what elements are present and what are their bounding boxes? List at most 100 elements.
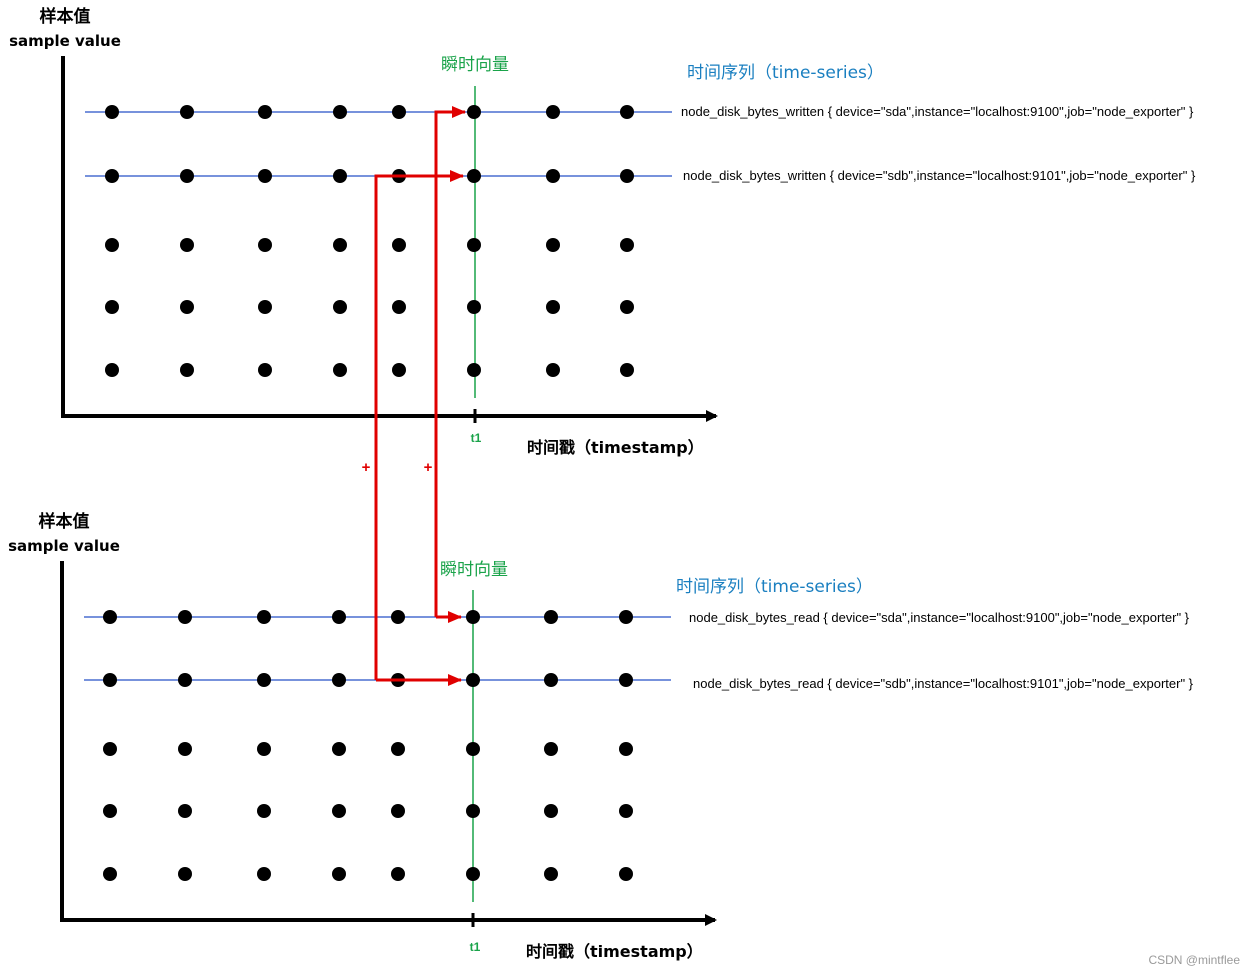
plus-operator: + [424,459,433,476]
sample-point [258,300,272,314]
sample-points [105,105,634,377]
sample-point [105,169,119,183]
sample-point [178,804,192,818]
sample-point [392,105,406,119]
instant-vector-label: 瞬时向量 [440,560,508,580]
instant-vector-label: 瞬时向量 [441,55,509,75]
sample-point [103,804,117,818]
sample-point [258,238,272,252]
addition-connectors: + + [362,106,466,686]
sample-points [103,610,633,881]
panel-top: 样本值 sample value 时间戳（timestamp） t1 瞬时向量 … [9,6,1196,457]
sample-point [544,742,558,756]
sdb-top-arrow [374,170,464,680]
sample-point [180,300,194,314]
sample-point [258,169,272,183]
t1-label: t1 [470,940,481,954]
sample-point [332,742,346,756]
sample-point [392,300,406,314]
sample-point [544,673,558,687]
sample-point [180,169,194,183]
sample-point [466,804,480,818]
time-series-label: 时间序列（time-series） [676,577,873,597]
x-axis-label: 时间戳（timestamp） [526,942,703,961]
sample-point [391,804,405,818]
sample-point [257,804,271,818]
sda-top-arrow [434,106,466,617]
sample-point [467,300,481,314]
sample-point [333,105,347,119]
sample-point [178,610,192,624]
y-axis-label-cn: 样本值 [40,6,91,27]
sample-point [103,610,117,624]
sample-point [546,169,560,183]
sample-point [178,867,192,881]
sample-point [619,673,633,687]
sample-point [391,610,405,624]
sample-point [332,673,346,687]
sample-point [391,742,405,756]
sample-point [544,610,558,624]
sample-point [105,105,119,119]
sample-point [619,867,633,881]
sample-point [180,238,194,252]
sample-point [467,238,481,252]
sample-point [103,867,117,881]
sample-point [257,673,271,687]
sample-point [619,742,633,756]
sample-point [466,673,480,687]
sample-point [467,105,481,119]
sample-point [105,300,119,314]
sample-point [620,169,634,183]
sample-point [619,804,633,818]
sample-point [544,804,558,818]
series-label: node_disk_bytes_written { device="sdb",i… [683,168,1196,183]
sample-point [467,363,481,377]
panel-bottom: 样本值 sample value 时间戳（timestamp） t1 瞬时向量 … [8,511,1194,961]
y-axis-label-en: sample value [9,32,121,50]
sample-point [333,169,347,183]
sample-point [180,105,194,119]
sample-point [466,610,480,624]
sample-point [105,238,119,252]
sample-point [257,610,271,624]
sample-point [544,867,558,881]
watermark: CSDN @mintflee [1148,953,1240,967]
y-axis-label-en: sample value [8,537,120,555]
sample-point [257,742,271,756]
sample-point [620,363,634,377]
time-series-label: 时间序列（time-series） [687,63,884,83]
sample-point [105,363,119,377]
t1-label: t1 [471,431,482,445]
sample-point [178,673,192,687]
sample-point [546,238,560,252]
sample-point [546,300,560,314]
sample-point [620,300,634,314]
x-axis-label: 时间戳（timestamp） [527,438,704,457]
sample-point [546,363,560,377]
sample-point [466,742,480,756]
sample-point [392,363,406,377]
sample-point [333,300,347,314]
sample-point [391,867,405,881]
sample-point [620,105,634,119]
series-label: node_disk_bytes_written { device="sda",i… [681,104,1194,119]
sample-point [257,867,271,881]
sample-point [332,867,346,881]
sample-point [103,742,117,756]
sample-point [619,610,633,624]
series-label: node_disk_bytes_read { device="sdb",inst… [693,676,1194,691]
series-label: node_disk_bytes_read { device="sda",inst… [689,610,1190,625]
sample-point [178,742,192,756]
sample-point [467,169,481,183]
sample-point [103,673,117,687]
sample-point [332,610,346,624]
sample-point [332,804,346,818]
sample-point [180,363,194,377]
sample-point [333,238,347,252]
sample-point [546,105,560,119]
sample-point [333,363,347,377]
sample-point [258,363,272,377]
sample-point [392,238,406,252]
